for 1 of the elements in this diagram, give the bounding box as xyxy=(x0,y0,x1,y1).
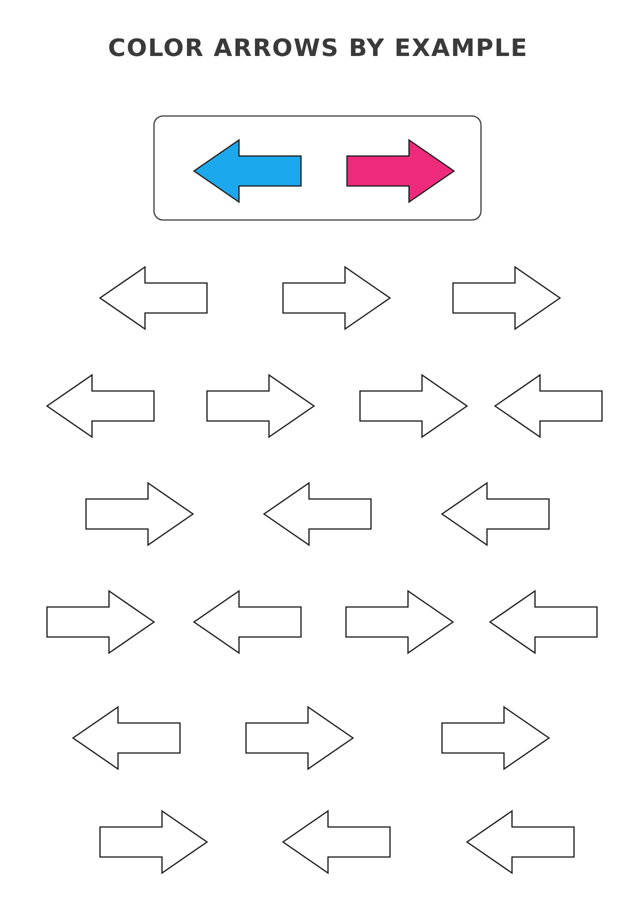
worksheet-title: COLOR ARROWS BY EXAMPLE xyxy=(108,34,528,62)
